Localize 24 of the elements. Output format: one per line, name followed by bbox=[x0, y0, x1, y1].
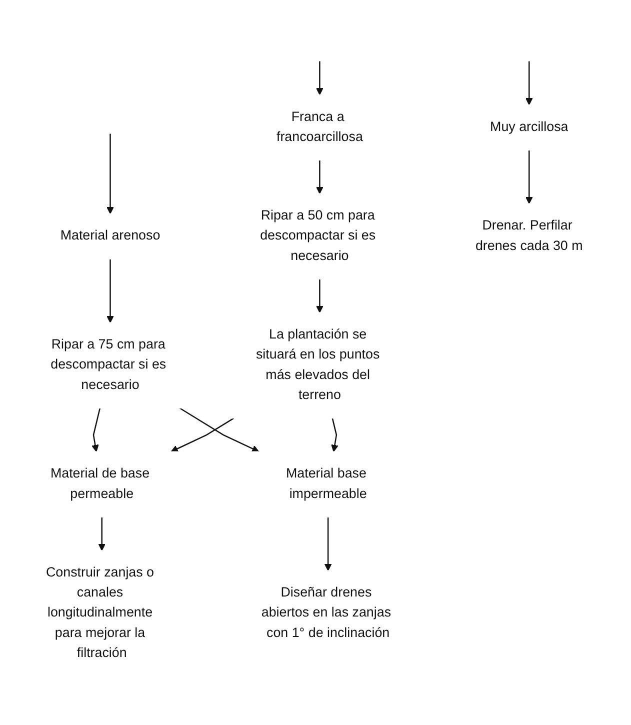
arrow bbox=[98, 517, 106, 551]
node-text: Material arenoso bbox=[60, 228, 160, 244]
node-text: Ripar a 50 cm para descompactar si es necesario bbox=[260, 208, 376, 264]
arrow bbox=[331, 418, 338, 452]
node-text: Construir zanjas o canales longitudinalmente para mejorar la filtración bbox=[46, 566, 154, 660]
arrow bbox=[170, 418, 234, 452]
arrow bbox=[106, 134, 114, 214]
node-text: Muy arcillosa bbox=[490, 120, 568, 134]
arrow bbox=[179, 408, 260, 452]
arrow bbox=[316, 61, 324, 96]
arrow bbox=[316, 160, 324, 194]
node-text: Material base impermeable bbox=[286, 466, 367, 502]
arrow bbox=[324, 517, 332, 572]
arrow bbox=[525, 150, 533, 204]
arrow bbox=[92, 408, 101, 452]
node-text: Drenar. Perfilar drenes cada 30 m bbox=[475, 218, 583, 254]
node-text: Material de base permeable bbox=[50, 466, 150, 502]
arrow bbox=[525, 61, 533, 106]
arrow bbox=[106, 259, 114, 324]
node-text: Franca a francoarcillosa bbox=[276, 110, 363, 144]
arrow bbox=[316, 279, 324, 313]
node-text: Ripar a 75 cm para descompactar si es necesario bbox=[50, 338, 166, 392]
node-text: La plantación se situará en los puntos más elevados del terreno bbox=[256, 328, 380, 402]
node-text: Diseñar drenes abiertos en las zanjas con 1° de inclinación bbox=[261, 586, 392, 640]
